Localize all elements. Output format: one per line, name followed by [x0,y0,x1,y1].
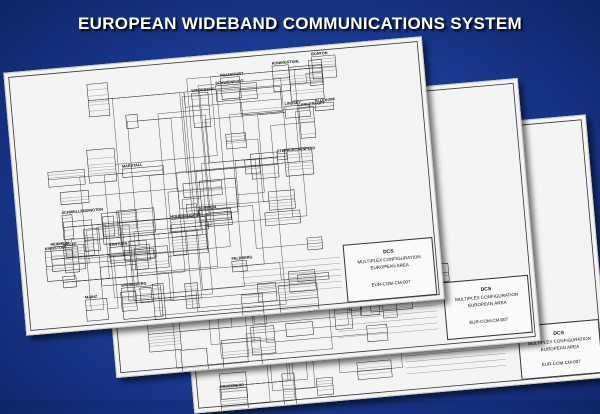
circuit-line [115,67,313,165]
site-label: FRANKFURT [220,72,244,78]
site-label: MAINZ [85,295,98,300]
sheet-border [8,41,440,331]
title-block-middle: DCS MULTIPLEX CONFIGURATION EUROPEAN ARE… [442,274,533,341]
circuit-line [168,197,201,257]
circuit-line [63,253,154,283]
circuit-line [226,138,295,202]
site-label: WOLFF [63,242,77,247]
schematic-drawing-front: BONTON WOLFF SCHWEIN KONINGSTUHL BANTUEN STEI… [8,41,440,331]
circuit-line [273,78,301,218]
circuit-line [117,77,290,224]
circuit-line [76,162,286,282]
site-label: SCHWELLENDINGTON [62,207,104,215]
site-label: SCHWEINFURT [215,79,244,85]
site-label: ALLEKOPF [315,97,336,103]
site-label: HOHENSTAUFEN [170,212,202,219]
site-label: STEINKIRCHENFELD [277,146,316,153]
site-label: FELDBERG [231,255,252,261]
circuit-line [99,231,280,309]
circuit-line [51,250,264,316]
equipment-box [85,298,109,322]
circuit-line [108,98,123,174]
equipment-box [118,210,140,247]
page-title: EUROPEAN WIDEBAND COMMUNICATIONS SYSTEM [78,14,522,33]
circuit-line [232,262,329,281]
circuit-line [86,225,115,311]
title-block-drawing-no: EUR-COM-CM-007 [469,316,509,326]
site-label: LINDSEY [284,101,301,106]
circuit-line [164,88,222,302]
circuit-line [46,165,260,267]
circuit-line [147,219,266,255]
title-block-drawing-no: EUR-COM-CM-007 [541,358,581,368]
circuit-line [103,224,162,303]
site-label: GROSSBERG [219,383,244,389]
circuit-line [137,112,286,274]
site-label: BANTUEN [109,242,128,248]
site-label: MARSTALL [122,163,144,169]
circuit-line [154,190,184,221]
circuit-line [62,219,247,274]
site-label: BONTON [311,51,328,56]
circuit-line [137,114,278,164]
schematic-sheet-front: BONTON WOLFF SCHWEIN KONINGSTUHL BANTUEN STEI… [3,36,445,336]
circuit-line [240,102,247,141]
circuit-line [119,227,125,257]
circuit-line [63,272,277,301]
site-label: KINGSTON [45,245,66,251]
circuit-line [172,217,232,238]
circuit-line [84,160,313,241]
circuit-line [208,330,287,366]
title-block-drawing-no: EUR-COM-CM-007 [371,279,411,288]
circuit-line [62,223,150,256]
circuit-line [126,121,138,229]
circuit-line [124,81,323,257]
equipment-box [285,321,314,338]
site-label: HEINHEIM [50,241,69,247]
equipment-box [198,207,232,223]
title-block-front: DCS MULTIPLEX CONFIGURATION EUROPEAN ARE… [342,237,438,303]
equipment-box [86,147,118,184]
site-label: SCHWEIN [198,205,216,211]
circuit-line [265,65,336,220]
site-label: WINDEBERG [191,87,215,93]
site-label: LANGERKOPF [298,101,326,107]
site-label: KONINGSTUHL [272,59,301,65]
site-label: SPRINGBERG [121,282,147,288]
